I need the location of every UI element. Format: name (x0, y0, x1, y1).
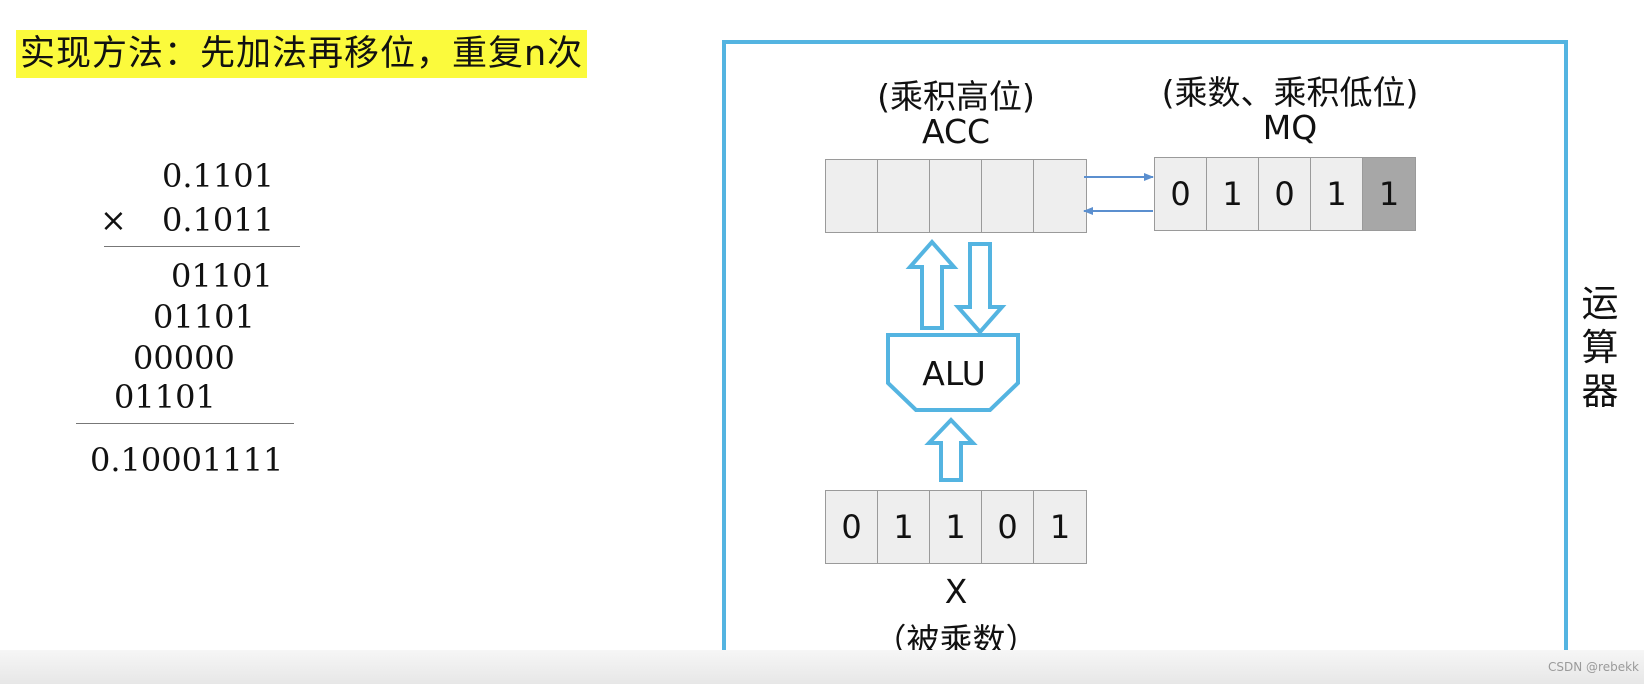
x-bit-3: 1 (930, 491, 982, 563)
x-bit-5: 1 (1034, 491, 1086, 563)
multiply-sign: × (100, 201, 127, 239)
acc-description: (乘积高位) (877, 77, 1035, 116)
mq-register: 0 1 0 1 1 (1154, 157, 1416, 231)
partial-product-2: 01101 (153, 298, 255, 336)
mq-bit-1: 0 (1155, 158, 1207, 230)
alu-label: ALU (922, 354, 986, 393)
acc-bit-5 (1034, 160, 1086, 232)
bottom-bar (0, 650, 1644, 684)
acc-bit-4 (982, 160, 1034, 232)
side-char-2: 算 (1581, 326, 1619, 369)
multiplier: 0.1011 (162, 201, 274, 239)
calc-divider-1 (104, 246, 300, 247)
alu-to-acc-arrow (905, 238, 959, 330)
x-to-alu-arrow (924, 417, 978, 482)
acc-bit-2 (878, 160, 930, 232)
x-bit-2: 1 (878, 491, 930, 563)
arithmetic-unit-label: 运 算 器 (1578, 282, 1622, 414)
mq-bit-3: 0 (1259, 158, 1311, 230)
acc-label: ACC (921, 112, 991, 151)
calc-divider-2 (76, 423, 294, 424)
mq-description: (乘数、乘积低位) (1161, 73, 1419, 112)
watermark: CSDN @rebekk (1548, 660, 1639, 674)
mq-label: MQ (1262, 108, 1318, 147)
x-register: 0 1 1 0 1 (825, 490, 1087, 564)
x-bit-4: 0 (982, 491, 1034, 563)
mq-bit-2: 1 (1207, 158, 1259, 230)
partial-product-4: 01101 (114, 378, 216, 416)
acc-to-alu-arrow (953, 242, 1007, 336)
mq-bit-5: 1 (1363, 158, 1415, 230)
partial-product-1: 01101 (171, 257, 273, 295)
acc-bit-3 (930, 160, 982, 232)
method-title: 实现方法：先加法再移位，重复n次 (16, 30, 588, 78)
multiplicand: 0.1101 (162, 157, 274, 195)
side-char-3: 器 (1581, 370, 1619, 413)
acc-bit-1 (826, 160, 878, 232)
acc-register (825, 159, 1087, 233)
side-char-1: 运 (1581, 282, 1619, 325)
alu-shape (886, 333, 1020, 412)
x-label: X (944, 572, 968, 611)
product-result: 0.10001111 (90, 441, 284, 479)
x-bit-1: 0 (826, 491, 878, 563)
mq-bit-4: 1 (1311, 158, 1363, 230)
partial-product-3: 00000 (133, 339, 235, 377)
